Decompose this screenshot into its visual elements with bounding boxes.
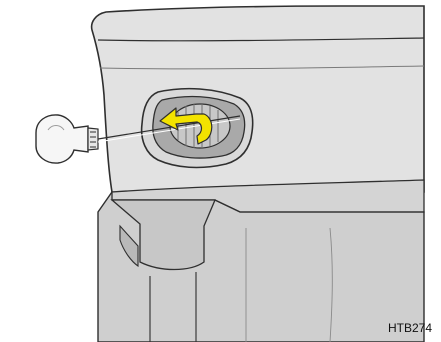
body-panel [92,6,424,196]
figure-code: HTB274 [388,319,441,337]
